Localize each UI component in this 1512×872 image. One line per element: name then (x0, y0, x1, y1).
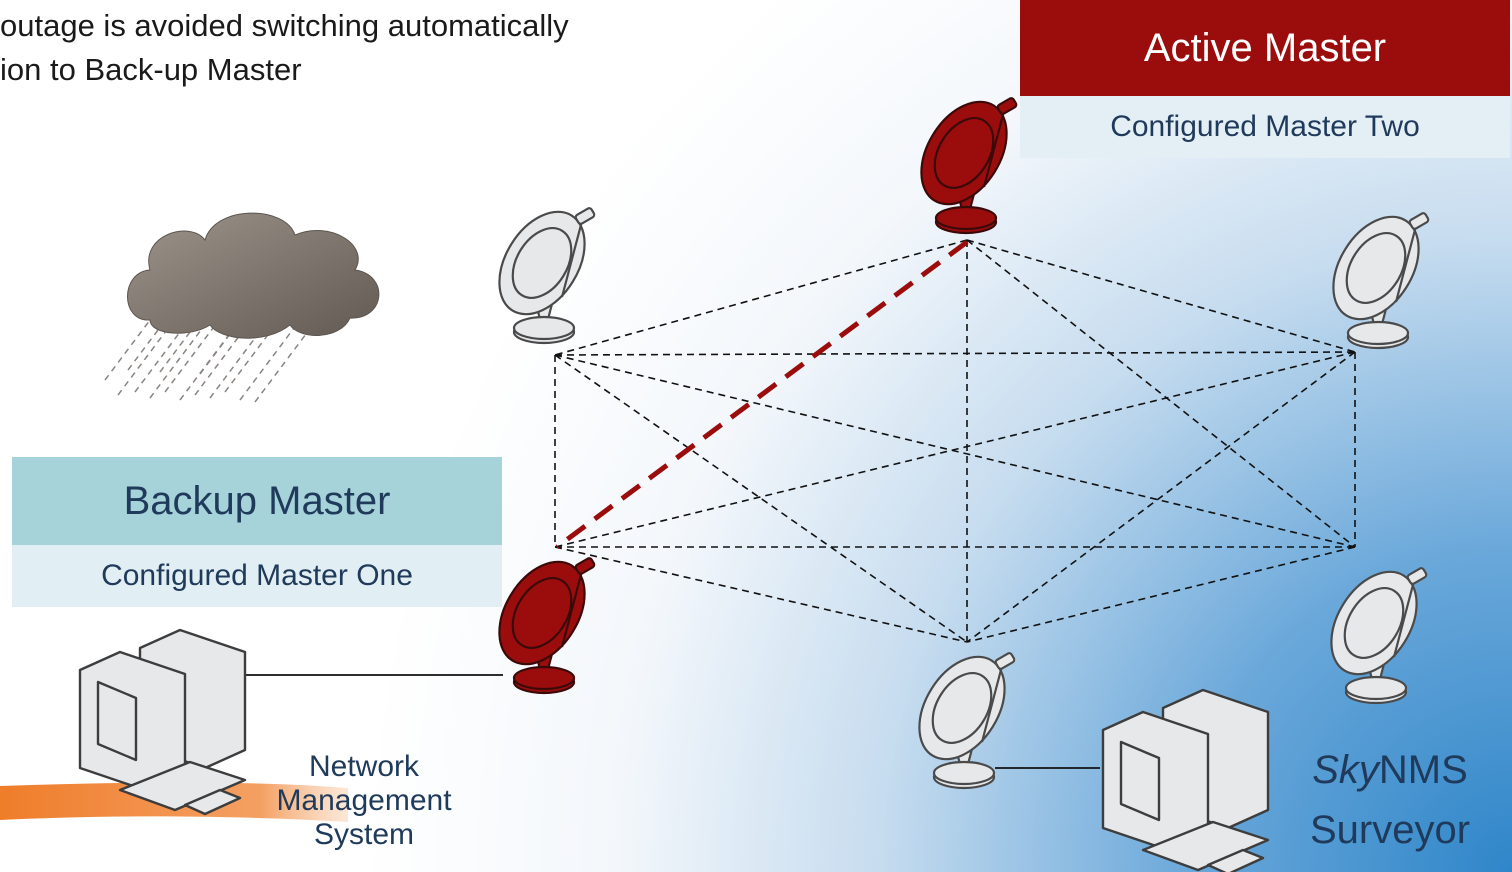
intro-line-1: outage is avoided switching automaticall… (0, 8, 569, 43)
sky-italic: Sky (1312, 748, 1379, 792)
intro-line-2: ion to Back-up Master (0, 52, 302, 87)
nms-line-1: Network (308, 750, 420, 783)
nms-text: NMS (1378, 748, 1468, 792)
network-management-system-label: Network Management System (244, 750, 484, 852)
skynms-surveyor-label: SkyNMS Surveyor (1290, 740, 1490, 860)
backup-master-title: Backup Master (12, 457, 502, 545)
rain-cloud-icon (104, 212, 380, 403)
backup-master-subtitle: Configured Master One (12, 545, 502, 607)
mesh-links (554, 239, 1356, 643)
intro-text: outage is avoided switching automaticall… (0, 4, 569, 92)
active-master-link (555, 239, 969, 550)
nms-line-3: System (313, 818, 415, 851)
active-master-title: Active Master (1020, 0, 1510, 96)
active-master-subtitle: Configured Master Two (1020, 96, 1510, 158)
nms-line-2: Management (276, 784, 452, 817)
surveyor-text: Surveyor (1309, 808, 1471, 852)
